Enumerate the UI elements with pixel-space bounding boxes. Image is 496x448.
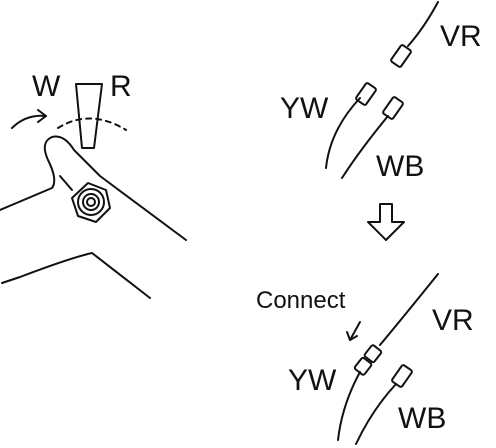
connector-wb-before (382, 96, 404, 120)
wire-label-wb-before: WB (376, 150, 424, 183)
wire-wb-before (341, 115, 389, 179)
housing-outline-upper (0, 135, 187, 241)
rotate-arrow-icon (11, 114, 47, 129)
rotate-arrow-head (37, 109, 47, 123)
connect-pointer-arrow (349, 321, 361, 341)
switch-housing (0, 135, 187, 299)
housing-outline-lower (1, 252, 151, 299)
wire-label-yw-after: YW (288, 364, 337, 397)
pivot-nut-icon (71, 182, 111, 223)
wire-label-vr-before: VR (440, 20, 482, 53)
travel-arc-dashed (57, 117, 127, 131)
connect-note: Connect (256, 287, 346, 314)
before-wiring (325, 1, 439, 179)
wire-label-vr-after: VR (432, 304, 474, 337)
connector-vr-before (390, 44, 412, 68)
connector-yw-before (355, 82, 377, 106)
lever-label-r: R (110, 70, 132, 103)
connector-joined (353, 344, 383, 376)
connector-wb-after (391, 364, 413, 388)
wire-yw-before (325, 97, 361, 169)
wire-yw-after (337, 371, 361, 441)
wire-wb-after (355, 383, 397, 445)
lever-label-w: W (32, 70, 61, 103)
housing-inner-line (59, 175, 73, 191)
lever-indicator (11, 83, 127, 149)
after-wiring (337, 273, 439, 445)
wire-vr-before (407, 1, 439, 47)
selector-pointer (75, 83, 103, 149)
wire-label-yw-before: YW (280, 92, 329, 125)
down-arrow-icon (367, 203, 405, 241)
wire-vr-after (379, 273, 439, 346)
connect-pointer-head (346, 331, 358, 341)
wire-label-wb-after: WB (398, 402, 446, 435)
